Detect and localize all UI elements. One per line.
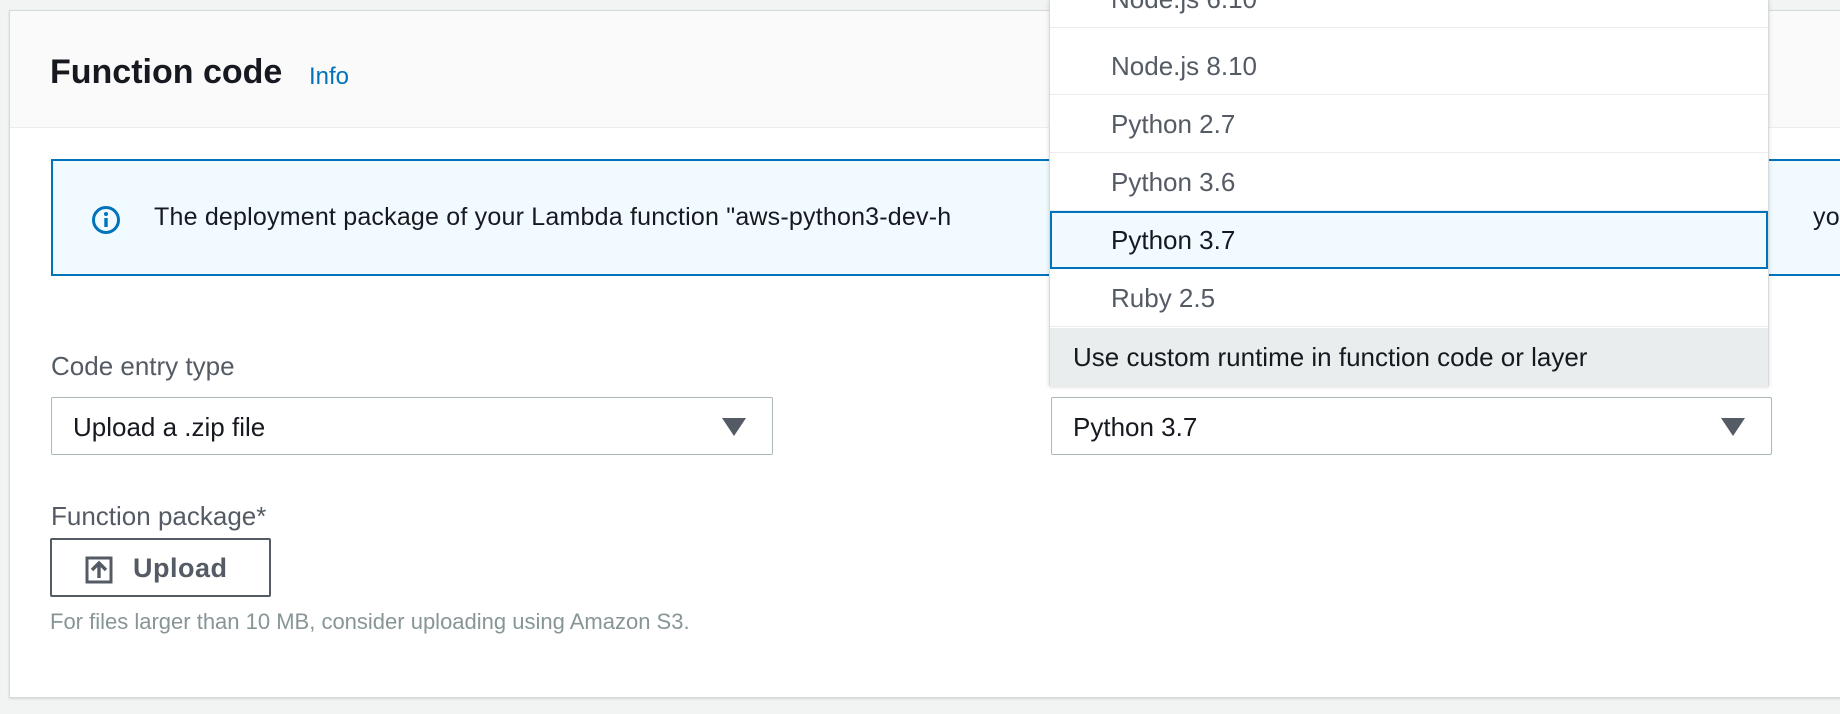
upload-label: Upload bbox=[133, 553, 228, 583]
alert-text-continued: you ca bbox=[1813, 203, 1840, 231]
runtime-option-label: Node.js 6.10 bbox=[1111, 0, 1257, 15]
runtime-option[interactable]: Node.js 8.10 bbox=[1050, 37, 1768, 95]
code-entry-type-select[interactable]: Upload a .zip file bbox=[51, 397, 773, 455]
runtime-option[interactable]: Python 2.7 bbox=[1050, 95, 1768, 153]
caret-down-icon bbox=[1721, 418, 1745, 436]
code-entry-type-value: Upload a .zip file bbox=[73, 412, 266, 442]
runtime-option-label: Python 3.7 bbox=[1111, 225, 1236, 255]
runtime-select[interactable]: Python 3.7 bbox=[1051, 397, 1772, 455]
runtime-option[interactable]: Python 3.6 bbox=[1050, 153, 1768, 211]
runtime-dropdown: Node.js 6.10 Node.js 8.10 Python 2.7 Pyt… bbox=[1049, 0, 1769, 386]
upload-hint: For files larger than 10 MB, consider up… bbox=[50, 609, 690, 634]
custom-runtime-label: Use custom runtime in function code or l… bbox=[1073, 342, 1588, 372]
code-entry-type-label: Code entry type bbox=[51, 351, 235, 381]
info-circle-icon bbox=[92, 206, 120, 234]
upload-icon bbox=[85, 556, 113, 584]
runtime-option-label: Python 3.6 bbox=[1111, 167, 1236, 197]
alert-text: The deployment package of your Lambda fu… bbox=[154, 203, 952, 231]
runtime-value: Python 3.7 bbox=[1073, 412, 1198, 442]
panel-title: Function code bbox=[50, 53, 283, 91]
custom-runtime-option[interactable]: Use custom runtime in function code or l… bbox=[1050, 328, 1768, 386]
runtime-option[interactable]: Node.js 6.10 bbox=[1050, 0, 1768, 28]
runtime-option-selected[interactable]: Python 3.7 bbox=[1050, 211, 1768, 269]
runtime-option-label: Ruby 2.5 bbox=[1111, 283, 1216, 313]
runtime-option-label: Python 2.7 bbox=[1111, 109, 1236, 139]
function-package-label: Function package* bbox=[51, 501, 267, 531]
upload-button[interactable]: Upload bbox=[50, 538, 271, 597]
info-link[interactable]: Info bbox=[309, 63, 350, 90]
runtime-option-label: Node.js 8.10 bbox=[1111, 51, 1257, 81]
runtime-option[interactable]: Ruby 2.5 bbox=[1050, 269, 1768, 327]
caret-down-icon bbox=[722, 418, 746, 436]
